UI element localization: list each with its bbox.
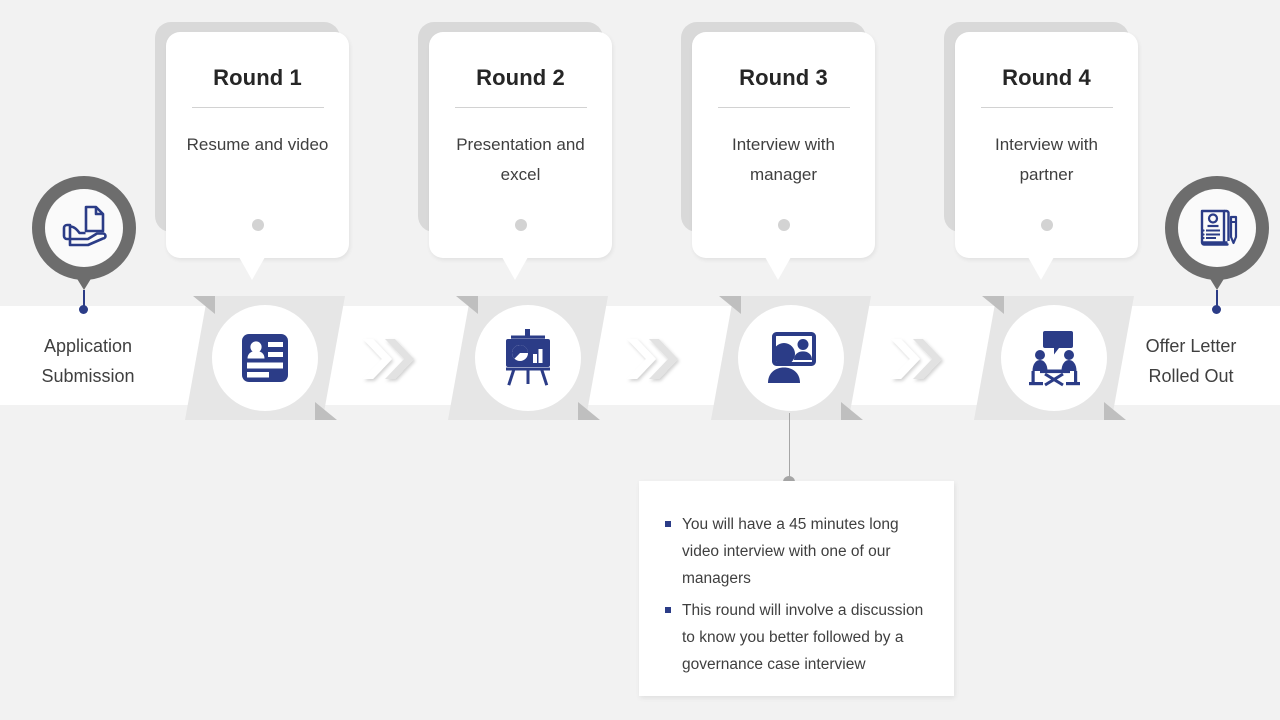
ribbon-fold-top	[193, 296, 215, 314]
timeline-step-3[interactable]	[711, 296, 871, 420]
timeline-step-2[interactable]	[448, 296, 608, 420]
card-surface[interactable]: Round 2 Presentation and excel	[429, 32, 612, 258]
ribbon-fold-bottom	[841, 402, 863, 420]
bullet-text: You will have a 45 minutes long video in…	[682, 516, 899, 587]
card-tail	[1028, 257, 1054, 280]
round-card-4[interactable]: Round 4 Interview with partner	[944, 22, 1138, 290]
card-surface[interactable]: Round 1 Resume and video	[166, 32, 349, 258]
end-label-line1: Offer Letter	[1145, 336, 1237, 356]
pin-inner-circle	[1178, 189, 1256, 267]
step-icon-disc[interactable]	[738, 305, 844, 411]
start-label-line2: Submission	[41, 366, 135, 386]
ribbon-fold-bottom	[578, 402, 600, 420]
card-divider	[980, 107, 1113, 108]
timeline-step-1[interactable]	[185, 296, 345, 420]
card-divider	[191, 107, 324, 108]
list-item: This round will involve a discussion to …	[665, 597, 936, 678]
card-subtitle: Interview with partner	[995, 135, 1098, 184]
round-card-1[interactable]: Round 1 Resume and video	[155, 22, 349, 290]
card-surface[interactable]: Round 4 Interview with partner	[955, 32, 1138, 258]
step-icon-disc[interactable]	[1001, 305, 1107, 411]
step-separator-2	[624, 333, 682, 385]
hand-holding-document-icon	[62, 205, 107, 247]
timeline-step-4[interactable]	[974, 296, 1134, 420]
document-with-pen-icon	[1200, 209, 1238, 246]
card-divider	[454, 107, 587, 108]
double-chevron-right-icon	[627, 339, 678, 379]
card-dot	[777, 219, 790, 231]
card-dot	[514, 219, 527, 231]
step-icon-disc[interactable]	[475, 305, 581, 411]
start-pin-stem	[83, 290, 85, 308]
presentation-board-icon	[506, 329, 550, 386]
end-label-line2: Rolled Out	[1148, 366, 1234, 386]
start-label: Application Submission	[0, 331, 183, 391]
step-separator-1	[360, 333, 418, 385]
ribbon-fold-top	[456, 296, 478, 314]
round3-callout-box[interactable]: You will have a 45 minutes long video in…	[639, 481, 954, 696]
list-item: You will have a 45 minutes long video in…	[665, 511, 936, 592]
card-title: Round 4	[1002, 65, 1091, 90]
bullet-text: This round will involve a discussion to …	[682, 602, 924, 673]
start-label-line1: Application	[43, 336, 133, 356]
card-tail	[239, 257, 265, 280]
ribbon-fold-top	[982, 296, 1004, 314]
card-dot	[251, 219, 264, 231]
double-chevron-right-icon	[891, 339, 942, 379]
card-tail	[502, 257, 528, 280]
double-chevron-right-icon	[363, 339, 414, 379]
step-separator-3	[888, 333, 946, 385]
card-divider	[717, 107, 850, 108]
step-icon-disc[interactable]	[212, 305, 318, 411]
card-title: Round 2	[476, 65, 565, 90]
start-pin[interactable]	[32, 176, 136, 300]
card-subtitle: Presentation and excel	[456, 135, 585, 184]
pin-inner-circle	[45, 189, 123, 267]
callout-bullet-list: You will have a 45 minutes long video in…	[639, 481, 954, 678]
round-card-3[interactable]: Round 3 Interview with manager	[681, 22, 875, 290]
video-interview-icon	[768, 332, 816, 383]
card-dot	[1040, 219, 1053, 231]
table-discussion-icon	[1029, 331, 1080, 387]
card-surface[interactable]: Round 3 Interview with manager	[692, 32, 875, 258]
card-title: Round 1	[213, 65, 302, 90]
id-card-icon	[242, 334, 288, 382]
card-subtitle: Interview with manager	[732, 135, 835, 184]
card-subtitle: Resume and video	[186, 135, 329, 154]
ribbon-fold-bottom	[315, 402, 337, 420]
card-title: Round 3	[739, 65, 828, 90]
bullet-square-icon	[665, 521, 671, 527]
start-pin-nub	[79, 305, 88, 314]
card-tail	[765, 257, 791, 280]
ribbon-fold-top	[719, 296, 741, 314]
end-pin-stem	[1216, 290, 1218, 308]
end-label: Offer Letter Rolled Out	[1096, 331, 1280, 391]
end-pin-nub	[1212, 305, 1221, 314]
callout-connector-line	[789, 413, 790, 480]
end-pin[interactable]	[1165, 176, 1269, 300]
bullet-square-icon	[665, 607, 671, 613]
round-card-2[interactable]: Round 2 Presentation and excel	[418, 22, 612, 290]
